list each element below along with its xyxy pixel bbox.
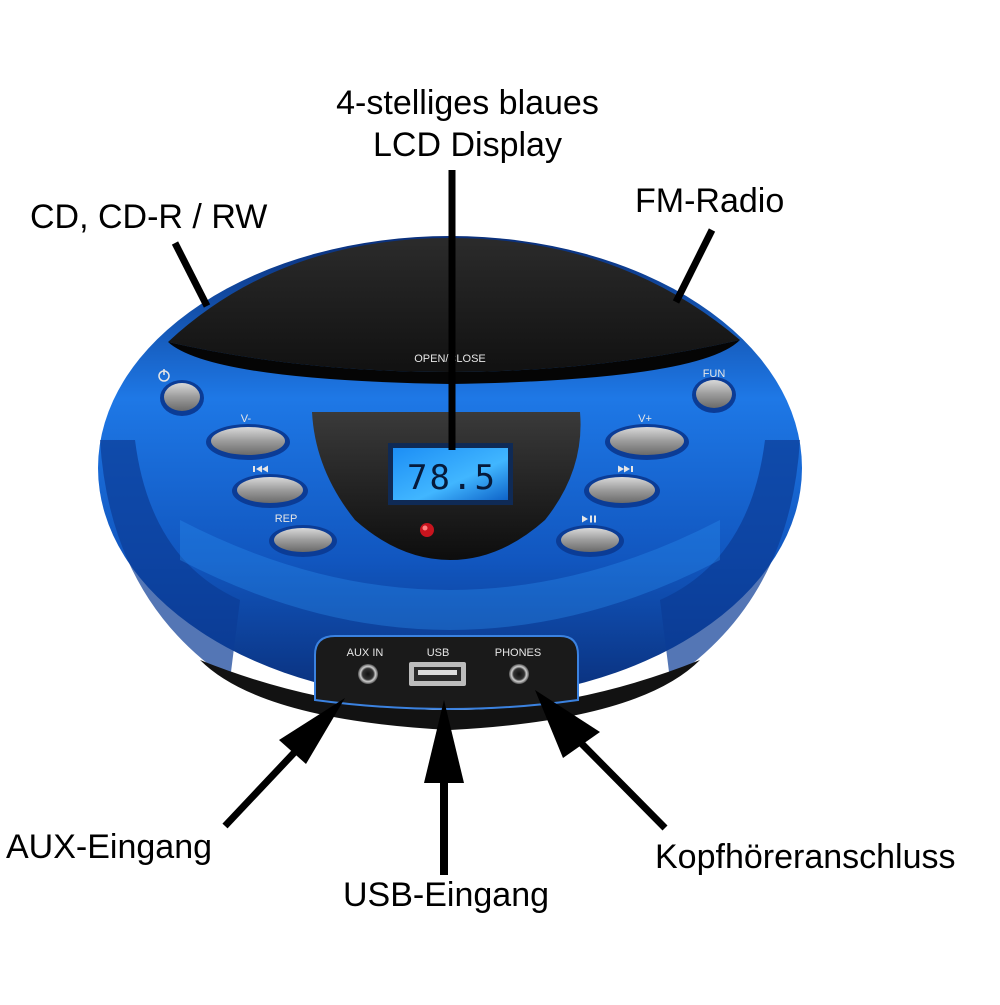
arrow-usb — [424, 700, 464, 875]
vol-up-label: V+ — [638, 413, 652, 425]
power-icon — [158, 369, 170, 382]
usb-port-label: USB — [427, 647, 450, 659]
label-headphone-jack: Kopfhöreranschluss — [655, 838, 956, 876]
phones-label: PHONES — [495, 647, 541, 659]
label-aux-input: AUX-Eingang — [6, 828, 213, 866]
rep-label: REP — [275, 513, 298, 525]
skip-back-icon — [253, 465, 268, 473]
arrow-aux — [222, 698, 345, 829]
label-usb-input: USB-Eingang — [343, 876, 550, 914]
vol-down-label: V- — [241, 413, 252, 425]
repeat-button[interactable] — [269, 525, 337, 557]
label-lcd-line1: 4-stelliges blaues — [336, 84, 599, 122]
aux-in-jack[interactable] — [358, 664, 378, 684]
label-lcd-display: 4-stelliges blaues LCD Display — [300, 82, 635, 166]
next-button[interactable] — [584, 474, 660, 508]
skip-forward-icon — [618, 465, 633, 473]
label-lcd-line2: LCD Display — [373, 126, 562, 164]
usb-port[interactable] — [409, 662, 466, 686]
pointer-fm — [672, 228, 716, 304]
label-fm-radio: FM-Radio — [635, 182, 785, 220]
play-pause-icon — [582, 515, 596, 523]
arrow-phones — [535, 690, 668, 831]
lcd-display — [393, 448, 508, 500]
power-button[interactable] — [160, 380, 204, 416]
label-cd-formats: CD, CD-R / RW — [30, 198, 268, 236]
fun-button[interactable] — [692, 377, 736, 413]
pointer-cd — [171, 241, 211, 308]
aux-in-label: AUX IN — [347, 647, 384, 659]
fun-label: FUN — [703, 368, 726, 380]
play-pause-button[interactable] — [556, 525, 624, 557]
status-led — [420, 523, 434, 537]
vol-up-button[interactable] — [605, 424, 689, 460]
phones-jack[interactable] — [509, 664, 529, 684]
vol-down-button[interactable] — [206, 424, 290, 460]
prev-button[interactable] — [232, 474, 308, 508]
lcd-readout: 78.5 — [407, 458, 497, 498]
